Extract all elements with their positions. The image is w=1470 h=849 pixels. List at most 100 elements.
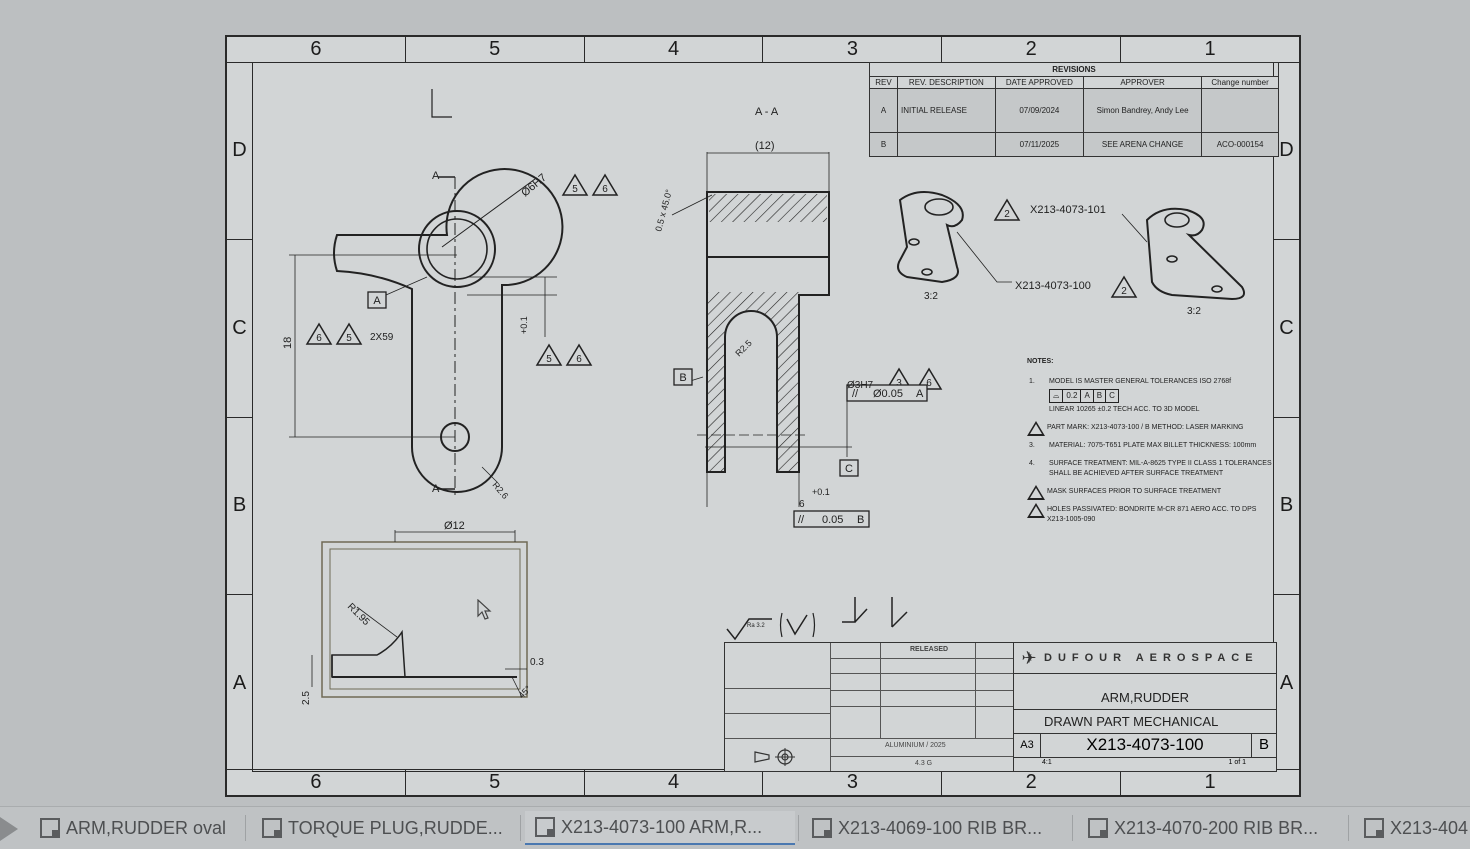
flag-label: 2 xyxy=(1121,286,1127,297)
document-icon xyxy=(812,818,832,838)
iso-label-100: X213-4073-100 xyxy=(1015,280,1091,292)
note-item: PART MARK: X213-4073-100 / B METHOD: LAS… xyxy=(1027,421,1277,436)
tab-torque-plug[interactable]: TORQUE PLUG,RUDDE... xyxy=(262,811,502,845)
part-title: ARM,RUDDER xyxy=(1100,690,1190,705)
sheet-size: A3 xyxy=(1014,733,1041,757)
dim-r25: R2.5 xyxy=(733,338,754,359)
zone-col-label: 6 xyxy=(227,37,406,62)
dim-top-width: (12) xyxy=(755,140,775,152)
flag-label: 6 xyxy=(316,333,322,344)
scale-value: 4:1 xyxy=(1042,759,1052,766)
zone-row-label: A xyxy=(1279,672,1294,695)
dim-45: 45° xyxy=(516,683,533,700)
tab-x213-4070-200[interactable]: X213-4070-200 RIB BR... xyxy=(1088,811,1338,845)
zone-col-label: 6 xyxy=(227,770,406,795)
document-icon xyxy=(1088,818,1108,838)
zone-col-label: 1 xyxy=(1204,771,1216,793)
rev-cell: INITIAL RELEASE xyxy=(897,88,996,133)
zone-col-label: 4 xyxy=(585,37,764,62)
tab-label: X213-4070-200 RIB BR... xyxy=(1114,817,1319,838)
flag-label: 6 xyxy=(926,378,932,389)
document-icon xyxy=(262,818,282,838)
material-value: ALUMINIUM / 2025 xyxy=(885,742,946,749)
tab-x213-4073-100[interactable]: X213-4073-100 ARM,R... xyxy=(525,811,795,845)
dim-length: 18 xyxy=(282,337,294,349)
gtol-frame2-sym: // xyxy=(798,514,805,526)
drawing-number-field: A3 X213-4073-100 B xyxy=(1014,733,1276,758)
dim-tolerance: +0.1 xyxy=(519,316,529,334)
zone-col-label: 2 xyxy=(942,770,1122,795)
datum-a: A xyxy=(373,295,381,307)
zone-col-label: 4 xyxy=(585,770,764,795)
drawing-viewport[interactable]: 6 5 4 3 2 1 6 5 4 3 2 1 D C B A D C B A xyxy=(0,0,1470,806)
gtol-frame1-val: Ø0.05 xyxy=(873,388,903,400)
drawing-notes: NOTES: 1. MODEL IS MASTER GENERAL TOLERA… xyxy=(1027,357,1277,533)
flag-icon xyxy=(1027,421,1047,436)
rev-cell xyxy=(897,132,996,157)
gtol-frame2-datum: B xyxy=(857,514,864,526)
mouse-cursor-icon xyxy=(477,599,492,620)
company-block: ✈ DUFOUR AEROSPACE xyxy=(1014,643,1276,674)
tab-label: X213-4069-100 RIB BR... xyxy=(838,817,1043,838)
note-item: 3. MATERIAL: 7075-T651 PLATE MAX BILLET … xyxy=(1029,442,1257,449)
dim-03: 0.3 xyxy=(530,657,544,668)
rev-cell: Simon Bandrey, Andy Lee xyxy=(1083,88,1203,133)
detail-view xyxy=(311,530,528,698)
flag-label: 6 xyxy=(602,184,608,195)
flag-label: 2 xyxy=(1004,209,1010,220)
document-tab-bar: ARM,RUDDER oval TORQUE PLUG,RUDDE... X21… xyxy=(0,806,1470,849)
gtol-frame1-datum: A xyxy=(916,388,924,400)
scroll-left-icon[interactable] xyxy=(0,817,18,841)
surface-finish-symbols xyxy=(726,597,908,641)
dim-2x: 2X59 xyxy=(370,332,394,343)
tab-x213-404[interactable]: X213-404 xyxy=(1364,811,1470,845)
roughness-value: Ra 3.2 xyxy=(747,623,765,629)
drawing-number: X213-4073-100 xyxy=(1086,735,1204,754)
iso-label-101: X213-4073-101 xyxy=(1030,204,1106,216)
tab-label: ARM,RUDDER oval xyxy=(66,817,227,838)
iso-scale: 3:2 xyxy=(1187,306,1201,317)
zone-col-label: 5 xyxy=(406,770,585,795)
title-block-fields: RELEASED ALUMINIUM / 2025 4.3 G xyxy=(725,643,1014,771)
flag-label: 3 xyxy=(896,378,902,389)
weight-value: 4.3 G xyxy=(915,760,933,767)
tab-arm-rudder-oval[interactable]: ARM,RUDDER oval xyxy=(40,811,232,845)
dim-radius: R2.6 xyxy=(490,480,510,501)
scale-sheet-row: 4:1 1 of 1 xyxy=(1014,757,1276,771)
dim-6: 6 xyxy=(799,499,805,510)
rev-header: REV xyxy=(869,76,898,89)
dim-d12: Ø12 xyxy=(444,520,465,532)
subtitle-field: DRAWN PART MECHANICAL xyxy=(1014,709,1276,734)
part-subtitle: DRAWN PART MECHANICAL xyxy=(1044,714,1219,729)
section-title: A - A xyxy=(755,106,779,118)
zone-row-label: C xyxy=(1274,240,1299,418)
datum-c: C xyxy=(845,463,853,475)
section-mark: A xyxy=(432,483,440,495)
zone-col-label: 3 xyxy=(763,770,943,795)
tab-x213-4069-100[interactable]: X213-4069-100 RIB BR... xyxy=(812,811,1062,845)
zone-col-label: 2 xyxy=(942,37,1122,62)
rev-cell: B xyxy=(869,132,898,157)
flag-label: 6 xyxy=(576,354,582,365)
zone-row-label: D xyxy=(227,62,252,240)
tab-label: X213-404 xyxy=(1390,817,1469,838)
iso-scale: 3:2 xyxy=(924,291,938,302)
title-block: RELEASED ALUMINIUM / 2025 4.3 G ✈ DUFOUR… xyxy=(724,642,1277,772)
table-row: B 07/11/2025 SEE ARENA CHANGE ACO-000154 xyxy=(869,132,1279,157)
flag-icon xyxy=(1027,485,1047,500)
drawing-sheet[interactable]: 6 5 4 3 2 1 6 5 4 3 2 1 D C B A D C B A xyxy=(225,35,1301,797)
front-view xyxy=(289,168,564,497)
dim-25: 2.5 xyxy=(301,691,312,705)
note-item: 1. MODEL IS MASTER GENERAL TOLERANCES IS… xyxy=(1029,378,1232,413)
zone-col-label: 1 xyxy=(1204,38,1216,60)
tab-label: X213-4073-100 ARM,R... xyxy=(561,816,763,837)
flag-label: 5 xyxy=(546,354,552,365)
tab-label: TORQUE PLUG,RUDDE... xyxy=(288,817,502,838)
dim-chamfer: 0.5 x 45.0° xyxy=(653,188,674,233)
iso-view-right xyxy=(1145,207,1245,301)
gtol-frame1-sym: // xyxy=(852,388,859,400)
rev-cell: 07/11/2025 xyxy=(994,132,1085,157)
zone-row-label: C xyxy=(227,240,252,418)
company-name: DUFOUR AEROSPACE xyxy=(1044,652,1259,664)
table-row: A INITIAL RELEASE 07/09/2024 Simon Bandr… xyxy=(869,88,1279,133)
